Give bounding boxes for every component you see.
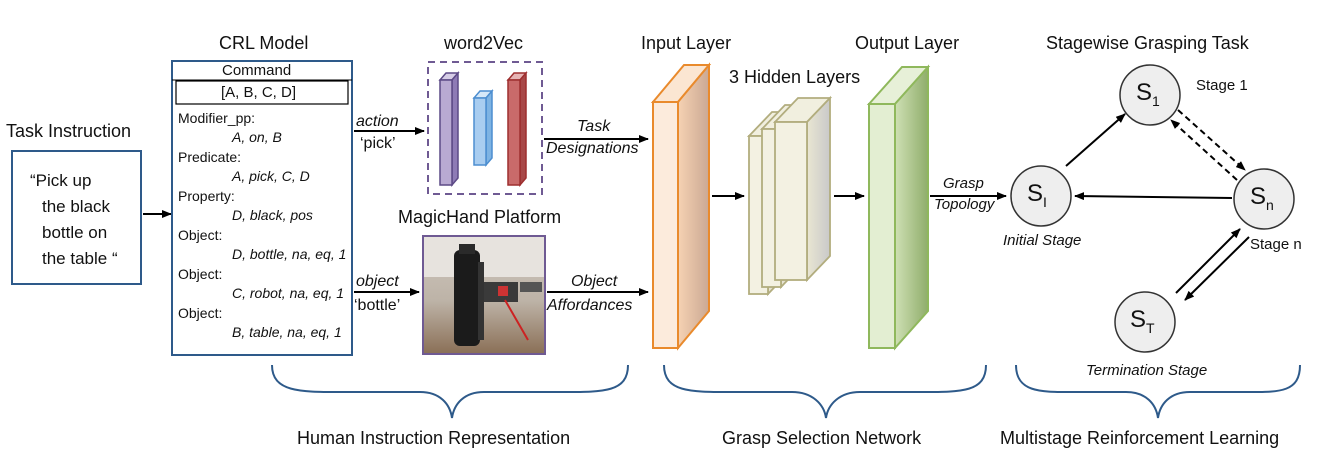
edge-label-pick: ‘pick’ xyxy=(360,135,396,152)
initial-stage-label: Initial Stage xyxy=(1003,232,1082,249)
word2vec-vector-purple xyxy=(438,70,460,188)
edge-label-object-affordances-2: Affordances xyxy=(547,297,633,314)
arrow-s1-to-sn-dashed xyxy=(1177,109,1246,171)
bottom-label-human-instruction: Human Instruction Representation xyxy=(297,428,571,448)
arrow-sn-to-si xyxy=(1074,192,1233,201)
arrow-sn-to-s1-dashed xyxy=(1170,119,1238,181)
task-instruction-box xyxy=(11,150,142,285)
crl-entry-label-0: Modifier_pp: xyxy=(178,110,256,126)
edge-label-object: object xyxy=(356,273,399,290)
crl-entry-label-2: Property: xyxy=(178,188,235,204)
arrow-st-to-sn xyxy=(1175,228,1241,294)
word2vec-vector-red xyxy=(506,70,528,188)
edge-label-task: Task xyxy=(577,118,611,135)
output-layer-title: Output Layer xyxy=(855,33,960,53)
crl-entry-label-3: Object: xyxy=(178,227,223,243)
task-instruction-line-3: bottle on xyxy=(42,223,108,242)
termination-stage-label: Termination Stage xyxy=(1086,362,1208,379)
edge-label-bottle: ‘bottle’ xyxy=(354,297,401,314)
edge-label-designations: Designations xyxy=(546,140,639,157)
crl-entry-label-5: Object: xyxy=(178,305,223,321)
word2vec-vector-blue xyxy=(472,88,494,168)
state-si-label: SI xyxy=(1027,180,1047,210)
brace-multistage-rl xyxy=(1015,364,1301,419)
state-sn-circle xyxy=(1233,168,1295,230)
task-instruction-line-4: the table “ xyxy=(42,249,118,268)
edge-label-object-affordances-1: Object xyxy=(571,273,618,290)
state-sn-label: Sn xyxy=(1250,183,1274,213)
magichand-title: MagicHand Platform xyxy=(398,207,562,227)
state-si-circle xyxy=(1010,165,1072,227)
crl-command-value-box xyxy=(175,80,349,105)
task-instruction-line-2: the black xyxy=(42,197,111,216)
state-s1-circle xyxy=(1119,64,1181,126)
magichand-photo xyxy=(422,235,546,355)
crl-model-box xyxy=(171,60,353,356)
hidden-layers-block xyxy=(746,95,833,297)
crl-entry-value-2: D, black, pos xyxy=(232,207,313,223)
task-instruction-title: Task Instruction xyxy=(6,121,132,141)
crl-entry-value-0: A, on, B xyxy=(232,129,282,145)
bottom-label-grasp-selection: Grasp Selection Network xyxy=(722,428,922,448)
edge-label-grasp: Grasp xyxy=(943,175,984,192)
crl-command-value: [A, B, C, D] xyxy=(221,84,297,101)
word2vec-box xyxy=(427,61,543,195)
task-instruction-line-1: “Pick up xyxy=(30,171,92,190)
bottom-label-multistage-rl: Multistage Reinforcement Learning xyxy=(1000,428,1280,448)
crl-entry-value-3: D, bottle, na, eq, 1 xyxy=(232,246,347,262)
word2vec-title: word2Vec xyxy=(444,33,524,53)
crl-entry-label-1: Predicate: xyxy=(178,149,242,165)
crl-entry-value-5: B, table, na, eq, 1 xyxy=(232,324,342,340)
state-st-circle xyxy=(1114,291,1176,353)
stage-1-label: Stage 1 xyxy=(1196,77,1248,94)
hidden-layer-3 xyxy=(772,95,833,283)
output-layer-block xyxy=(866,64,931,351)
state-s1-label: S1 xyxy=(1136,79,1160,109)
stage-n-label: Stage n xyxy=(1250,236,1302,253)
state-st-label: ST xyxy=(1130,306,1155,336)
arrow-sn-to-st xyxy=(1184,236,1250,301)
input-layer-title: Input Layer xyxy=(641,33,732,53)
arrow-si-to-s1 xyxy=(1065,113,1126,167)
crl-model-title: CRL Model xyxy=(219,33,309,53)
edge-label-action: action xyxy=(356,113,399,130)
hidden-layers-title: 3 Hidden Layers xyxy=(729,67,861,87)
input-layer-block xyxy=(650,62,712,351)
crl-command-label: Command xyxy=(222,62,292,79)
brace-human-instruction xyxy=(271,364,629,419)
crl-entry-value-4: C, robot, na, eq, 1 xyxy=(232,285,345,301)
brace-grasp-selection xyxy=(663,364,987,419)
crl-entry-value-1: A, pick, C, D xyxy=(232,168,310,184)
crl-entry-label-4: Object: xyxy=(178,266,223,282)
stagewise-title: Stagewise Grasping Task xyxy=(1046,33,1249,53)
edge-label-topology: Topology xyxy=(934,196,995,213)
